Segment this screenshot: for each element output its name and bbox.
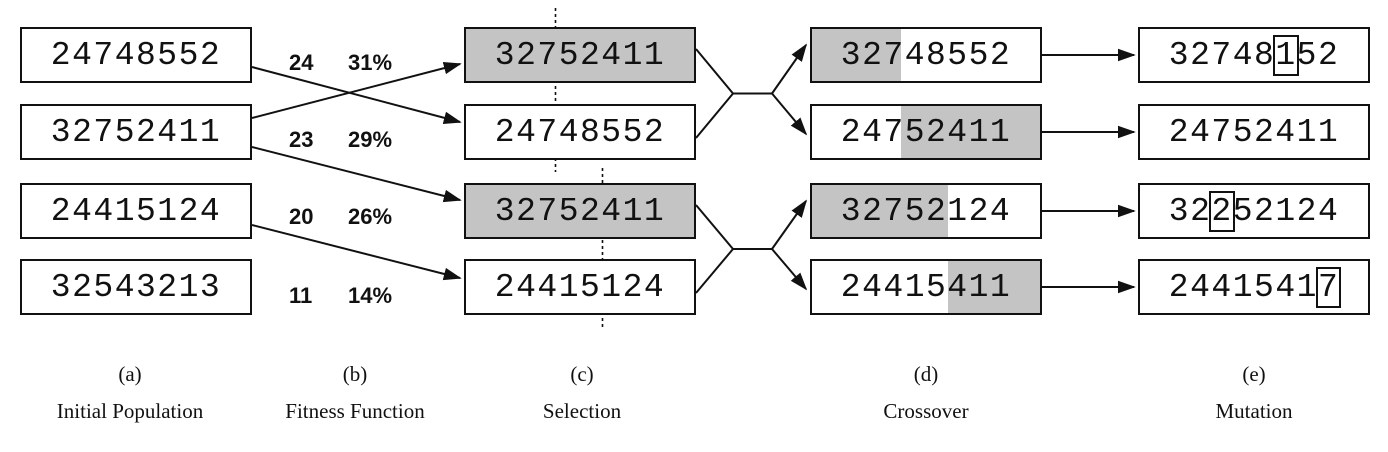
- chromosome-text: 24748552: [50, 36, 222, 74]
- initial-population-box: 24415124: [20, 183, 252, 239]
- gene: 2: [1254, 192, 1276, 230]
- gene: 5: [1254, 268, 1276, 306]
- crossover-segment-shading: [466, 185, 694, 237]
- chromosome-text: 32752411: [50, 113, 222, 151]
- gene: 5: [1232, 192, 1254, 230]
- gene: 2: [1296, 192, 1318, 230]
- crossover-segment-shading: [947, 261, 1040, 313]
- caption-title-fitness-function: Fitness Function: [285, 399, 425, 423]
- selection-arrow: [251, 66, 462, 124]
- caption-letter-b: (b): [342, 362, 368, 386]
- chromosome-text: 24415124: [494, 268, 666, 306]
- initial-population-box: 24748552: [20, 27, 252, 83]
- chromosome-text: 24752411: [1168, 113, 1340, 151]
- fitness-score: 20: [289, 204, 314, 229]
- gene: 3: [1168, 36, 1191, 74]
- selection-arrow: [251, 146, 462, 203]
- gene: 4: [1232, 36, 1254, 74]
- selection-box: 24748552: [464, 104, 696, 160]
- gene: 4: [1317, 192, 1340, 230]
- fitness-percent: 31%: [348, 50, 393, 75]
- chromosome-text: 24748552: [494, 113, 666, 151]
- caption-title-crossover: Crossover: [883, 399, 969, 423]
- gene: 2: [1168, 268, 1191, 306]
- chromosome-text: 32752411: [494, 36, 666, 74]
- chromosome-text: 24415411: [840, 268, 1012, 306]
- fitness-percent: 29%: [348, 127, 393, 152]
- initial-population-box: 32543213: [20, 259, 252, 315]
- gene: 2: [1190, 36, 1212, 74]
- gene: 4: [1190, 268, 1212, 306]
- fitness-score: 24: [289, 50, 314, 75]
- crossover-box: 24415411: [810, 259, 1042, 315]
- caption-title-initial-population: Initial Population: [56, 399, 204, 423]
- caption-letter-c: (c): [570, 362, 594, 386]
- crossover-segment-shading: [812, 29, 901, 81]
- caption-title-mutation: Mutation: [1215, 399, 1293, 423]
- crossover-merge-lines: [695, 204, 735, 294]
- mutated-gene: 2: [1209, 190, 1235, 232]
- crossover-arrow: [771, 92, 808, 136]
- caption-letter-e: (e): [1242, 362, 1266, 386]
- fitness-percent: 14%: [348, 283, 393, 308]
- selection-arrow: [251, 224, 462, 281]
- crossover-arrow: [771, 43, 808, 95]
- chromosome-text: 24415124: [50, 192, 222, 230]
- gene: 7: [1211, 36, 1233, 74]
- gene: 8: [1254, 36, 1276, 74]
- crossover-box: 32748552: [810, 27, 1042, 83]
- chromosome-text: 32543213: [50, 268, 222, 306]
- mutation-box: 24752411: [1138, 104, 1370, 160]
- chromosome-text: 32748552: [840, 36, 1012, 74]
- selection-box: 24415124: [464, 259, 696, 315]
- crossover-box: 24752411: [810, 104, 1042, 160]
- crossover-merge-lines: [695, 48, 735, 139]
- gene: 1: [1275, 192, 1297, 230]
- fitness-score: 23: [289, 127, 314, 152]
- mutated-gene: 7: [1315, 266, 1342, 308]
- initial-population-box: 32752411: [20, 104, 252, 160]
- gene: 3: [1168, 192, 1191, 230]
- fitness-percent: 26%: [348, 204, 393, 229]
- gene: 1: [1296, 268, 1318, 306]
- gene: 2: [1317, 36, 1340, 74]
- caption-title-selection: Selection: [542, 399, 622, 423]
- caption-letter-a: (a): [118, 362, 142, 386]
- gene: 4: [1211, 268, 1233, 306]
- gene: 2: [1190, 192, 1212, 230]
- crossover-segment-shading: [466, 29, 694, 81]
- chromosome-text: 32752124: [840, 192, 1012, 230]
- caption-letter-d: (d): [913, 362, 939, 386]
- fitness-score: 11: [289, 283, 313, 308]
- chromosome-text: 32752411: [494, 192, 666, 230]
- selection-box: 32752411: [464, 183, 696, 239]
- gene: 5: [1296, 36, 1318, 74]
- crossover-segment-shading: [812, 185, 948, 237]
- crossover-arrow: [771, 199, 808, 250]
- crossover-box: 32752124: [810, 183, 1042, 239]
- chromosome-text: 24752411: [840, 113, 1012, 151]
- crossover-segment-shading: [900, 106, 1040, 158]
- crossover-arrow: [771, 248, 808, 291]
- gene: 1: [1232, 268, 1254, 306]
- gene: 4: [1275, 268, 1297, 306]
- selection-box: 32752411: [464, 27, 696, 83]
- mutated-gene: 1: [1273, 34, 1299, 76]
- selection-arrow: [251, 61, 462, 119]
